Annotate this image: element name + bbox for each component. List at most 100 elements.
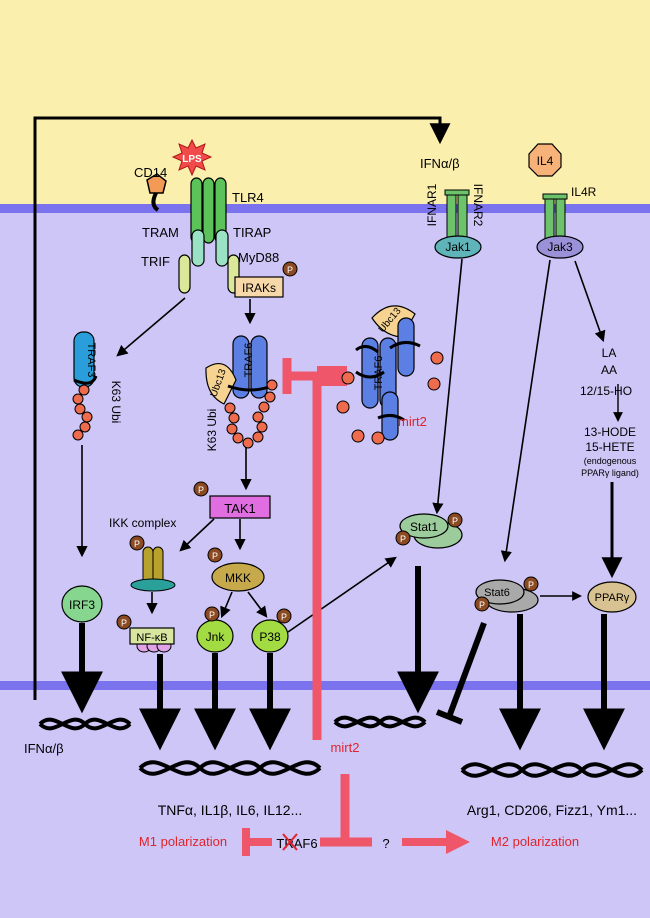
tak1-box	[209, 495, 271, 519]
ikk-phospho-icon	[129, 535, 145, 551]
jak1-node	[434, 235, 482, 259]
hete-label: 15-HETE	[585, 440, 634, 454]
dna-ifn-icon	[38, 717, 132, 731]
free-ubiquitin	[336, 351, 444, 445]
traf6-right-a	[361, 337, 379, 409]
m1-polarization-label: M1 polarization	[139, 834, 227, 849]
dna-m2-icon	[460, 762, 644, 778]
cd14-label: CD14	[134, 165, 167, 180]
il4-label: IL4	[537, 154, 554, 168]
nfkb-phospho-icon	[116, 614, 132, 630]
la-label: LA	[602, 346, 617, 360]
phospho-label: P	[287, 265, 293, 275]
nfkb-label: NF-κB	[136, 632, 167, 644]
ppar-node	[587, 581, 637, 613]
m2-genes-label: Arg1, CD206, Fizz1, Ym1...	[467, 802, 637, 818]
stat6-label: Stat6	[484, 587, 510, 599]
arrow-tak1-ikk	[179, 518, 215, 552]
arrow-jak3-stat6	[500, 259, 551, 563]
cross-icon	[282, 833, 298, 851]
mkk-label: MKK	[225, 571, 251, 585]
irf3-node	[61, 585, 103, 623]
p38-phospho-icon	[276, 608, 292, 624]
m2-polarization-label: M2 polarization	[491, 834, 579, 849]
phospho-label: P	[479, 600, 485, 610]
lps-star-icon	[171, 138, 213, 177]
phospho-label: P	[528, 580, 534, 590]
mirt2-red-label: mirt2	[398, 414, 427, 429]
jak3-node	[536, 235, 584, 259]
hode-label: 13-HODE	[584, 425, 636, 439]
traf6-label: TRAF6	[243, 343, 255, 378]
phospho-label: P	[198, 485, 204, 495]
arrow-jak3-la	[574, 260, 606, 343]
dna-m1-icon	[138, 760, 322, 776]
phospho-label: P	[452, 516, 458, 526]
arrow-jak1-stat1	[432, 258, 463, 515]
jnk-phospho-icon	[204, 606, 220, 622]
m1-genes-label: TNFα, IL1β, IL6, IL12...	[158, 802, 303, 818]
arrow-mkk-p38	[247, 591, 268, 618]
iraks-box	[234, 276, 284, 298]
mirt2-bottom-label: mirt2	[331, 740, 360, 755]
jnk-label: Jnk	[206, 630, 226, 644]
cd14-receptor	[146, 173, 167, 212]
ifnar1-label: IFNAR1	[425, 183, 439, 226]
arrow-m2-head	[446, 830, 470, 854]
traf3-label: TRAF3	[85, 343, 97, 378]
ikk-complex-label: IKK complex	[109, 516, 176, 530]
k63-ubi-mid-label: K63 Ubi	[205, 409, 219, 452]
traf6-ubiquitin-chain	[224, 379, 278, 449]
trif-label: TRIF	[141, 254, 170, 269]
ikk-complex	[130, 546, 176, 592]
ifnar2-label: IFNAR2	[471, 184, 485, 227]
stat6-inhibition-line	[446, 621, 487, 719]
mkk-node	[211, 562, 265, 592]
ubc13-shape	[205, 362, 237, 405]
mkk-phospho-icon	[207, 547, 223, 563]
phospho-label: P	[400, 534, 406, 544]
ifn-feedback-line	[33, 116, 451, 700]
ho-label: 12/15-HO	[580, 384, 632, 398]
phospho-label: P	[212, 551, 218, 561]
ifn-top-label: IFNα/β	[420, 156, 460, 171]
stat6-inhibition-bar	[435, 709, 464, 725]
lps-label: LPS	[182, 154, 202, 165]
phospho-label: P	[281, 612, 287, 622]
tirap-label: TIRAP	[233, 225, 271, 240]
phospho-label: P	[209, 610, 215, 620]
nuclear-membrane	[0, 681, 650, 690]
ifn-bottom-label: IFNα/β	[24, 741, 64, 756]
stat1-phospho-icon	[395, 530, 411, 546]
stat1-node	[399, 513, 449, 539]
ppar-label: PPARγ	[595, 592, 630, 604]
traf6-right-label: TRAF6	[373, 356, 385, 391]
tlr4-label: TLR4	[232, 190, 264, 205]
p38-label: P38	[259, 630, 281, 644]
arrow-mkk-jnk	[220, 591, 233, 619]
phospho-label: P	[134, 539, 140, 549]
irf3-label: IRF3	[69, 598, 95, 612]
traf6-protein-b	[250, 335, 268, 399]
ligand1-label: (endogenous	[584, 456, 637, 466]
iraks-label: IRAKs	[242, 281, 276, 295]
tak1-phospho-icon	[193, 481, 209, 497]
cytoplasm-region	[0, 207, 650, 918]
jak3-label: Jak3	[547, 240, 573, 254]
question-label: ?	[382, 836, 389, 851]
k63-ubi-left-label: K63 Ubi	[109, 381, 123, 424]
tram-label: TRAM	[142, 225, 179, 240]
stat6-phospho-icon	[523, 576, 539, 592]
nfkb-complex	[129, 627, 175, 653]
myd88-label: MyD88	[238, 250, 279, 265]
phospho-label: P	[121, 618, 127, 628]
tram-adaptor	[191, 229, 229, 267]
arrow-to-traf3	[116, 297, 186, 357]
il4r-label: IL4R	[571, 185, 597, 199]
aa-label: AA	[601, 363, 617, 377]
stat1-phospho-icon	[447, 512, 463, 528]
arrow-p38-stat1	[287, 556, 397, 633]
jak1-label: Jak1	[445, 240, 471, 254]
p38-node	[251, 619, 289, 653]
